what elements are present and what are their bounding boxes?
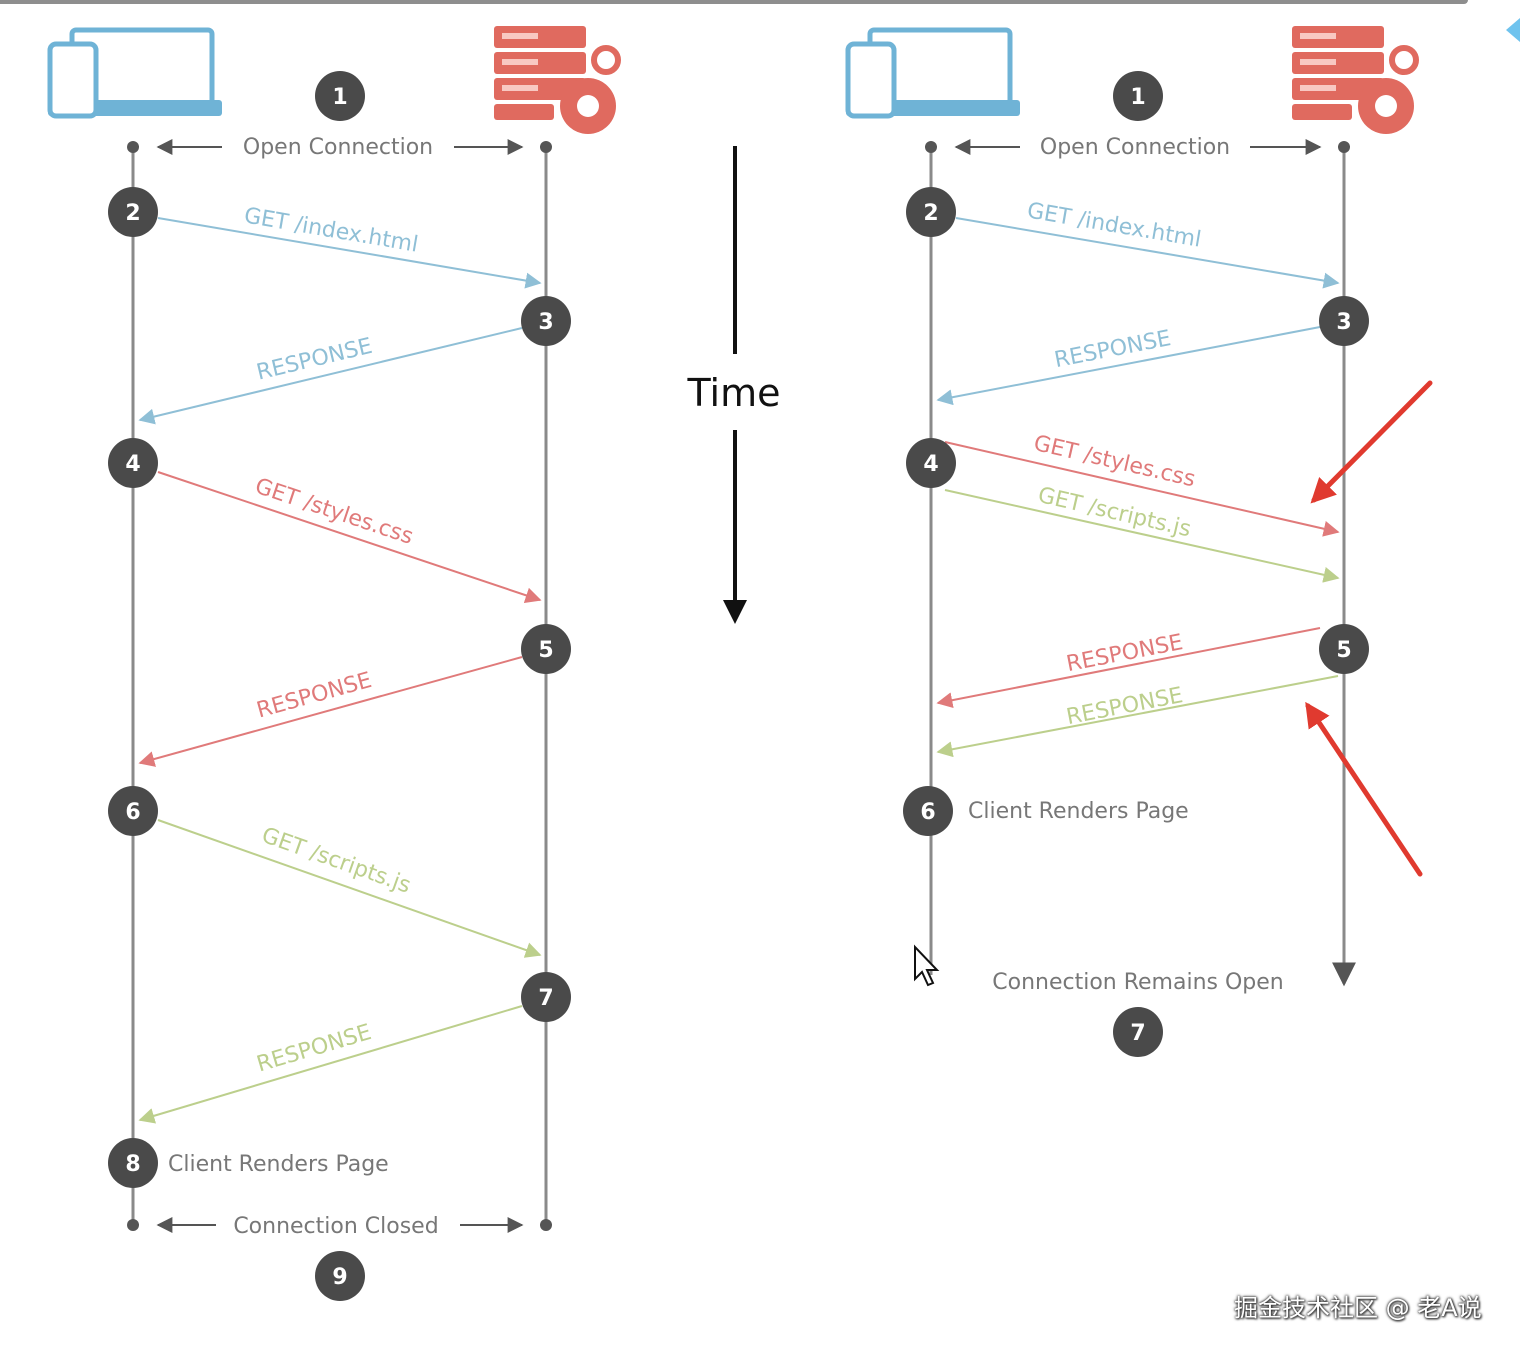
svg-text:1: 1 bbox=[1130, 85, 1145, 110]
open-connection-label: Open Connection bbox=[243, 135, 433, 160]
step-badge-4: 4 bbox=[108, 438, 158, 488]
step-badge-1: 1 bbox=[1113, 71, 1163, 121]
svg-text:7: 7 bbox=[1130, 1021, 1145, 1046]
svg-text:7: 7 bbox=[538, 986, 553, 1011]
server-gear-icon bbox=[1292, 26, 1419, 134]
svg-text:5: 5 bbox=[1336, 638, 1351, 663]
svg-text:2: 2 bbox=[125, 201, 140, 226]
response-styles-arrow bbox=[936, 627, 1321, 709]
request-scripts-arrow bbox=[944, 489, 1340, 583]
server-gear-icon bbox=[494, 26, 621, 134]
get-scripts-label: GET /scripts.js bbox=[1036, 483, 1194, 542]
svg-text:3: 3 bbox=[1336, 310, 1351, 335]
open-connection-label: Open Connection bbox=[1040, 135, 1230, 160]
get-scripts-label: GET /scripts.js bbox=[258, 823, 414, 899]
client-devices-icon bbox=[47, 27, 222, 119]
request-index-arrow bbox=[157, 217, 542, 289]
get-index-label: GET /index.html bbox=[242, 203, 420, 257]
watermark: 掘金技术社区 @ 老A说 bbox=[1234, 1294, 1482, 1322]
get-styles-label: GET /styles.css bbox=[1031, 431, 1197, 492]
request-index-arrow bbox=[955, 217, 1340, 289]
annotation-arrow-bottom bbox=[1305, 701, 1423, 877]
svg-text:4: 4 bbox=[125, 452, 140, 477]
window-top-bar bbox=[0, 0, 1468, 4]
step-badge-8: 8 bbox=[108, 1138, 158, 1188]
step-badge-3: 3 bbox=[1319, 296, 1369, 346]
response-label-2: RESPONSE bbox=[1064, 630, 1185, 677]
step-badge-6: 6 bbox=[903, 786, 953, 836]
client-renders-label: Client Renders Page bbox=[968, 799, 1189, 824]
request-styles-arrow bbox=[157, 471, 542, 604]
response-index-arrow bbox=[936, 326, 1321, 406]
response-scripts-arrow bbox=[138, 1005, 523, 1124]
response-index-arrow bbox=[138, 327, 523, 425]
svg-text:9: 9 bbox=[332, 1265, 347, 1290]
svg-text:4: 4 bbox=[923, 452, 938, 477]
svg-text:3: 3 bbox=[538, 310, 553, 335]
client-devices-icon bbox=[845, 27, 1020, 119]
corner-indicator bbox=[1506, 18, 1520, 42]
right-diagram: Open Connection GET /index.html RESPONSE… bbox=[845, 26, 1433, 1057]
time-label: Time bbox=[687, 371, 781, 415]
connection-closed-label: Connection Closed bbox=[233, 1214, 438, 1239]
step-badge-9: 9 bbox=[315, 1251, 365, 1301]
svg-text:8: 8 bbox=[125, 1152, 140, 1177]
step-badge-7: 7 bbox=[1113, 1007, 1163, 1057]
response-styles-arrow bbox=[138, 656, 523, 767]
client-renders-label: Client Renders Page bbox=[168, 1152, 389, 1177]
step-badge-4: 4 bbox=[906, 438, 956, 488]
annotation-arrow-top bbox=[1310, 380, 1433, 504]
response-label-3: RESPONSE bbox=[1064, 683, 1185, 730]
request-styles-arrow bbox=[944, 441, 1340, 537]
svg-text:6: 6 bbox=[125, 800, 140, 825]
step-badge-1: 1 bbox=[315, 71, 365, 121]
svg-text:6: 6 bbox=[920, 800, 935, 825]
svg-text:2: 2 bbox=[923, 201, 938, 226]
connection-remains-open-label: Connection Remains Open bbox=[992, 970, 1284, 995]
step-badge-7: 7 bbox=[521, 972, 571, 1022]
step-badge-3: 3 bbox=[521, 296, 571, 346]
response-scripts-arrow bbox=[936, 675, 1339, 758]
svg-text:1: 1 bbox=[332, 85, 347, 110]
svg-text:5: 5 bbox=[538, 638, 553, 663]
mouse-cursor-icon bbox=[914, 944, 940, 987]
left-diagram: Open Connection Connection Closed GET /i… bbox=[47, 26, 621, 1301]
step-badge-2: 2 bbox=[906, 187, 956, 237]
time-arrow: Time bbox=[687, 146, 781, 624]
step-badge-5: 5 bbox=[521, 624, 571, 674]
step-badge-5: 5 bbox=[1319, 624, 1369, 674]
step-badge-6: 6 bbox=[108, 786, 158, 836]
step-badge-2: 2 bbox=[108, 187, 158, 237]
request-scripts-arrow bbox=[157, 819, 542, 958]
